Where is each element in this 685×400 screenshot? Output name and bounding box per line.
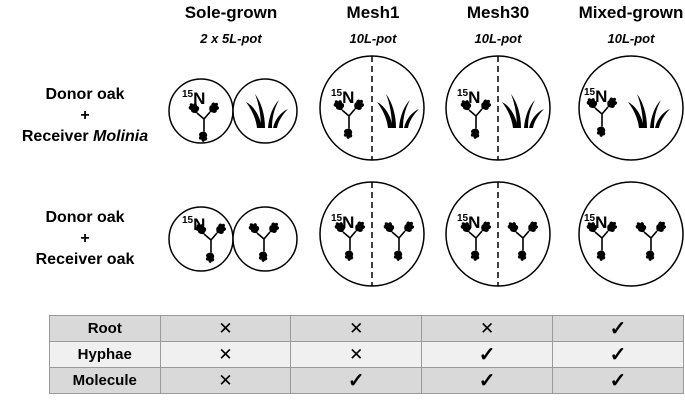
- row-label-line3-prefix: Receiver oak: [35, 251, 135, 268]
- table-cell: ✕: [159, 367, 292, 394]
- check-mark-icon: ✓: [478, 369, 496, 392]
- isotope-label: 15N: [457, 213, 480, 232]
- x-mark-icon: ✕: [480, 318, 495, 338]
- pot-group-mesh1-oak: [319, 181, 425, 287]
- table-row: Molecule ✕ ✓ ✓ ✓: [49, 367, 684, 394]
- column-title-sole-grown: Sole-grown: [184, 3, 278, 22]
- pot-group-mixed-grown-molinia: [578, 55, 684, 161]
- isotope-label: 15N: [331, 213, 354, 232]
- pot-group-sole-grown-molinia: [168, 78, 298, 144]
- table-cell: ✓: [552, 367, 684, 394]
- row-label-line3-italic: Molinia: [93, 128, 149, 145]
- column-title-mixed-grown: Mixed-grown: [578, 3, 684, 22]
- row-label-line3: Receiver oak: [0, 249, 170, 270]
- table-cell: ✕: [159, 341, 292, 368]
- check-mark-icon: ✓: [609, 317, 627, 340]
- pot-group-mixed-grown-oak: [578, 181, 684, 287]
- x-mark-icon: ✕: [218, 370, 233, 390]
- column-title-mesh1: Mesh1: [346, 3, 400, 22]
- check-mark-icon: ✓: [478, 343, 496, 366]
- table-cell: ✕: [290, 341, 423, 368]
- table-cell: ✕: [290, 315, 423, 342]
- connection-matrix-table: Root ✕ ✕ ✕ ✓ Hyphae ✕ ✕ ✓ ✓ Molecule ✕ ✓…: [49, 315, 684, 394]
- column-subtitle-mixed-grown: 10L-pot: [607, 31, 655, 46]
- row-header: Hyphae: [49, 341, 161, 368]
- row-label-line1: Donor oak: [45, 86, 125, 103]
- table-row: Root ✕ ✕ ✕ ✓: [49, 315, 684, 342]
- column-subtitle-mesh1: 10L-pot: [349, 31, 397, 46]
- pot-group-sole-grown-oak: [168, 206, 298, 272]
- check-mark-icon: ✓: [609, 343, 627, 366]
- isotope-label: 15N: [457, 88, 480, 107]
- table-cell: ✕: [421, 315, 554, 342]
- isotope-label: 15N: [182, 215, 205, 234]
- row-label-molinia: Donor oak + Receiver Molinia: [0, 84, 170, 147]
- table-cell: ✓: [421, 341, 554, 368]
- pot-group-mesh1-molinia: [319, 55, 425, 161]
- table-cell: ✓: [552, 341, 684, 368]
- row-header: Molecule: [49, 367, 161, 394]
- isotope-label: 15N: [584, 213, 607, 232]
- check-mark-icon: ✓: [609, 369, 627, 392]
- table-cell: ✓: [552, 315, 684, 342]
- x-mark-icon: ✕: [349, 344, 364, 364]
- pot-group-mesh30-oak: [445, 181, 551, 287]
- row-label-line1: Donor oak: [45, 209, 125, 226]
- isotope-label: 15N: [584, 87, 607, 106]
- row-label-line3: Receiver Molinia: [0, 126, 170, 147]
- x-mark-icon: ✕: [218, 318, 233, 338]
- row-label-line3-prefix: Receiver: [21, 128, 94, 145]
- isotope-label: 15N: [182, 89, 205, 108]
- row-header: Root: [49, 315, 161, 342]
- check-mark-icon: ✓: [347, 369, 365, 392]
- table-row: Hyphae ✕ ✕ ✓ ✓: [49, 341, 684, 368]
- x-mark-icon: ✕: [218, 344, 233, 364]
- table-cell: ✓: [290, 367, 423, 394]
- row-label-plus: +: [80, 230, 90, 247]
- pot-circle: [578, 181, 684, 287]
- column-subtitle-mesh30: 10L-pot: [474, 31, 522, 46]
- x-mark-icon: ✕: [349, 318, 364, 338]
- row-label-plus: +: [80, 107, 90, 124]
- pot-group-mesh30-molinia: [445, 55, 551, 161]
- column-title-mesh30: Mesh30: [466, 3, 530, 22]
- table-cell: ✕: [159, 315, 292, 342]
- pot-diagrams: 15N 15N 15N 15N 15N 15N 15N 15N: [168, 55, 684, 287]
- pot-circle: [232, 78, 298, 144]
- isotope-label: 15N: [331, 88, 354, 107]
- row-label-oak: Donor oak + Receiver oak: [0, 207, 170, 270]
- column-subtitle-sole-grown: 2 x 5L-pot: [200, 31, 262, 46]
- table-cell: ✓: [421, 367, 554, 394]
